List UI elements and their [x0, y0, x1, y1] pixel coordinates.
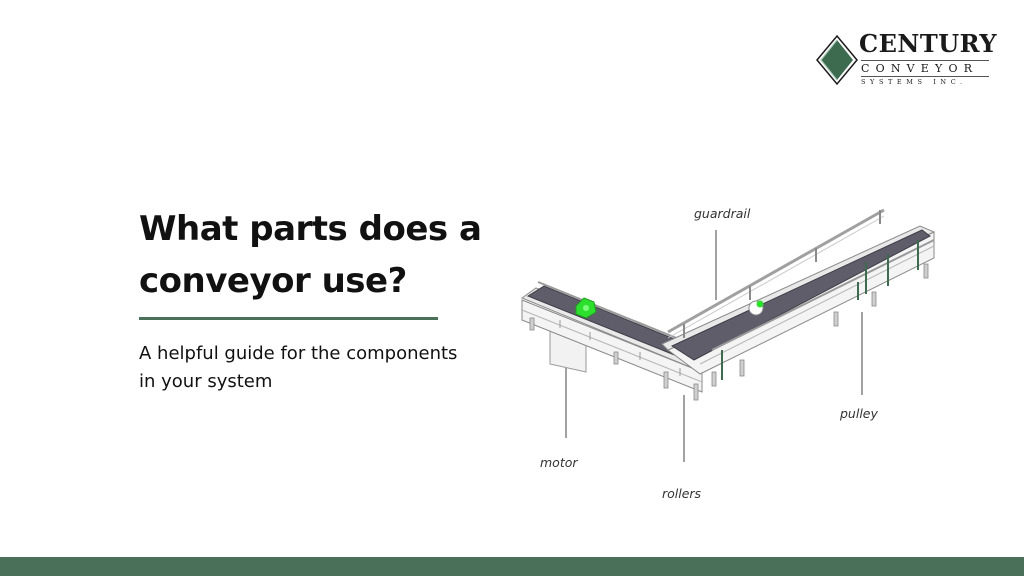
logo-subtitle-systems: SYSTEMS INC. — [861, 78, 967, 86]
page-title: What parts does a conveyor use? — [139, 209, 482, 301]
guardrail-label: guardrail — [694, 206, 751, 221]
title-divider — [139, 317, 438, 320]
footer-bar — [0, 557, 1024, 576]
logo-brand-text: CENTURY — [859, 29, 997, 58]
left-conveyor-section — [520, 281, 717, 401]
motor-label: motor — [540, 455, 578, 470]
page-subtitle: A helpful guide for the components in yo… — [139, 343, 458, 392]
motor-green-icon — [575, 297, 597, 319]
rollers-label: rollers — [662, 486, 702, 501]
logo-rule-bottom — [861, 76, 989, 77]
logo-rule-top — [861, 60, 989, 61]
diamond-logo-icon — [816, 34, 858, 86]
pulley-label: pulley — [840, 406, 878, 421]
pulley-unit-icon — [748, 300, 764, 316]
logo-subtitle-conveyor: CONVEYOR — [861, 62, 979, 75]
pulley-brackets — [721, 240, 919, 380]
long-conveyor-section — [661, 208, 936, 387]
company-logo: CENTURY CONVEYOR SYSTEMS INC. — [815, 29, 997, 92]
